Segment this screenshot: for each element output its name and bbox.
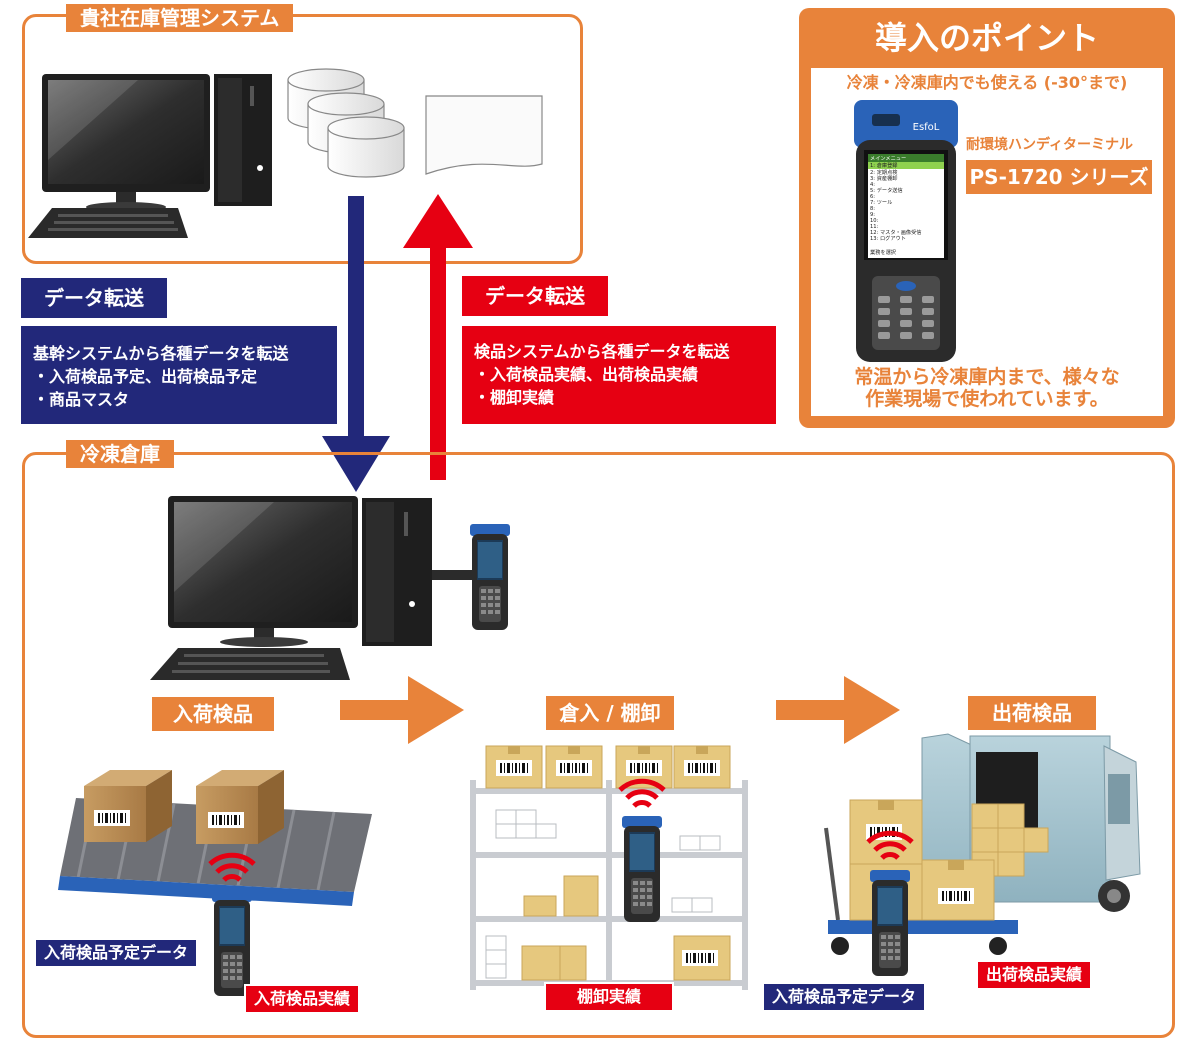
cardboard-box-icon — [545, 745, 603, 789]
inbound-result-chip: 入荷検品実績 — [244, 984, 361, 1014]
system-panel-title: 貴社在庫管理システム — [66, 4, 294, 32]
point-footer-line-2: 作業現場で使われています。 — [865, 388, 1109, 410]
stocktake-result-chip: 棚卸実績 — [544, 982, 674, 1012]
handheld-terminal-icon — [212, 890, 252, 996]
warehouse-panel — [22, 452, 1175, 1038]
point-footer-line-1: 常温から冷凍庫内まで、様々な — [854, 366, 1120, 388]
document-icon — [425, 95, 543, 175]
svg-text:13: ログアウト: 13: ログアウト — [870, 234, 906, 242]
transfer-up-line-3: ・棚卸実績 — [474, 388, 555, 407]
desktop-computer-icon — [28, 74, 272, 238]
svg-text:5: データ送信: 5: データ送信 — [870, 186, 903, 194]
svg-text:9:: 9: — [870, 212, 875, 218]
conveyor-icon — [58, 770, 372, 996]
transfer-down-header: データ転送 — [21, 278, 167, 318]
handheld-terminal-icon — [622, 816, 662, 922]
transfer-down-body: 基幹システムから各種データを転送 ・入荷検品予定、出荷検品予定 ・商品マスタ — [21, 326, 337, 424]
database-icon — [287, 68, 405, 178]
process-arrow-2 — [776, 676, 900, 744]
step-stocking-label: 倉入 / 棚卸 — [546, 696, 674, 730]
transfer-up-line-1: 検品システムから各種データを転送 — [474, 342, 730, 361]
transfer-down-line-3: ・商品マスタ — [33, 390, 130, 409]
svg-text:3: 資産棚卸: 3: 資産棚卸 — [870, 174, 897, 182]
cardboard-box-icon — [196, 770, 284, 844]
svg-text:6:: 6: — [870, 194, 875, 200]
step-outbound-label: 出荷検品 — [968, 696, 1096, 730]
process-arrow-1 — [340, 676, 464, 744]
handheld-terminal-icon: EsfoL メインメニュー 1: 倉庫登録 2: 定期点検 3: 資産棚卸 4:… — [854, 100, 958, 362]
handheld-terminal-icon — [870, 870, 910, 976]
upload-arrow — [403, 194, 473, 480]
product-name: PS-1720 シリーズ — [966, 160, 1152, 194]
svg-text:8:: 8: — [870, 206, 875, 212]
svg-text:業務を選択: 業務を選択 — [870, 248, 897, 256]
transfer-up-line-2: ・入荷検品実績、出荷検品実績 — [474, 365, 699, 384]
warehouse-title: 冷凍倉庫 — [66, 440, 174, 468]
system-panel — [22, 14, 583, 264]
svg-text:メインメニュー: メインメニュー — [870, 155, 906, 162]
svg-text:11:: 11: — [870, 224, 879, 230]
product-caption: 耐環境ハンディターミナル — [966, 137, 1134, 153]
svg-text:4:: 4: — [870, 182, 875, 188]
download-arrow — [322, 196, 390, 492]
point-panel-footer: 常温から冷凍庫内まで、様々な 作業現場で使われています。 — [811, 366, 1163, 410]
transfer-up-header: データ転送 — [462, 276, 608, 316]
svg-text:7: ツール: 7: ツール — [870, 200, 892, 206]
outbound-result-chip: 出荷検品実績 — [976, 960, 1093, 990]
shelf-icon — [470, 745, 748, 990]
svg-text:2: 定期点検: 2: 定期点検 — [870, 168, 898, 176]
transfer-up-body: 検品システムから各種データを転送 ・入荷検品実績、出荷検品実績 ・棚卸実績 — [462, 326, 776, 424]
transfer-down-line-1: 基幹システムから各種データを転送 — [33, 344, 289, 363]
cardboard-box-icon — [485, 745, 543, 789]
point-panel-title: 導入のポイント — [874, 19, 1099, 57]
transfer-down-line-2: ・入荷検品予定、出荷検品予定 — [33, 367, 258, 386]
outbound-plan-chip: 入荷検品予定データ — [762, 982, 927, 1012]
inbound-plan-chip: 入荷検品予定データ — [34, 938, 199, 968]
svg-text:1: 倉庫登録: 1: 倉庫登録 — [870, 161, 898, 169]
cardboard-box-icon — [673, 745, 731, 789]
point-panel-subtitle: 冷凍・冷凍庫内でも使える (-30°まで) — [846, 73, 1128, 92]
svg-text:10:: 10: — [870, 218, 879, 224]
step-inbound-label: 入荷検品 — [152, 697, 274, 731]
svg-text:EsfoL: EsfoL — [913, 122, 940, 133]
svg-text:12: マスタ・画像受信: 12: マスタ・画像受信 — [870, 228, 922, 236]
cardboard-box-icon — [84, 770, 172, 842]
truck-icon — [824, 733, 1141, 976]
desktop-computer-icon — [150, 496, 510, 680]
